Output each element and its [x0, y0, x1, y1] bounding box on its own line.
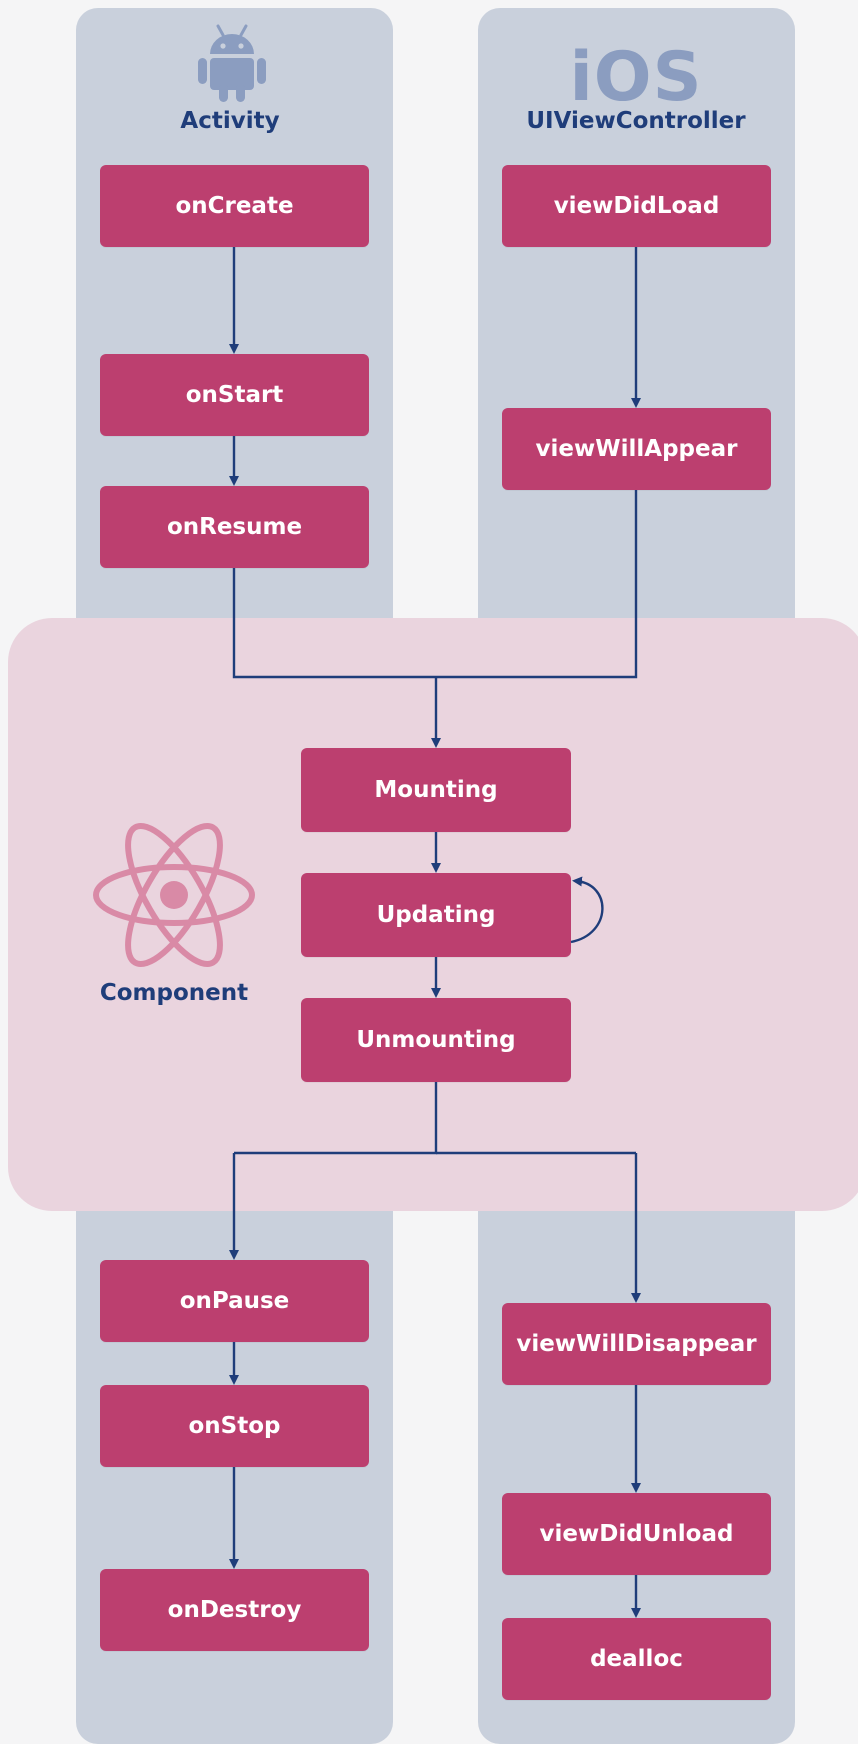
android-ondestroy-box: onDestroy [100, 1569, 369, 1651]
ios-logo: iOS [569, 38, 703, 117]
arrow-updating-loop [570, 876, 604, 944]
android-onpause-box: onPause [100, 1260, 369, 1342]
arrow-merge-to-mounting [232, 490, 638, 679]
ios-viewwillappear-box: viewWillAppear [502, 408, 771, 490]
android-onstart-box: onStart [100, 354, 369, 436]
android-onresume-box: onResume [100, 486, 369, 568]
ios-viewwilldisappear-box: viewWillDisappear [502, 1303, 771, 1385]
android-onstop-box: onStop [100, 1385, 369, 1467]
android-activity-label: Activity [180, 108, 280, 134]
arrow-split-from-unmounting [234, 1082, 438, 1155]
component-updating-box: Updating [301, 873, 571, 957]
react-atom-icon [92, 820, 256, 970]
ios-viewdidunload-box: viewDidUnload [502, 1493, 771, 1575]
ios-uiviewcontroller-label: UIViewController [526, 108, 746, 134]
component-label: Component [99, 980, 249, 1006]
component-unmounting-box: Unmounting [301, 998, 571, 1082]
component-mounting-box: Mounting [301, 748, 571, 832]
ios-viewdidload-box: viewDidLoad [502, 165, 771, 247]
android-oncreate-box: onCreate [100, 165, 369, 247]
android-robot-icon [196, 22, 268, 104]
ios-dealloc-box: dealloc [502, 1618, 771, 1700]
